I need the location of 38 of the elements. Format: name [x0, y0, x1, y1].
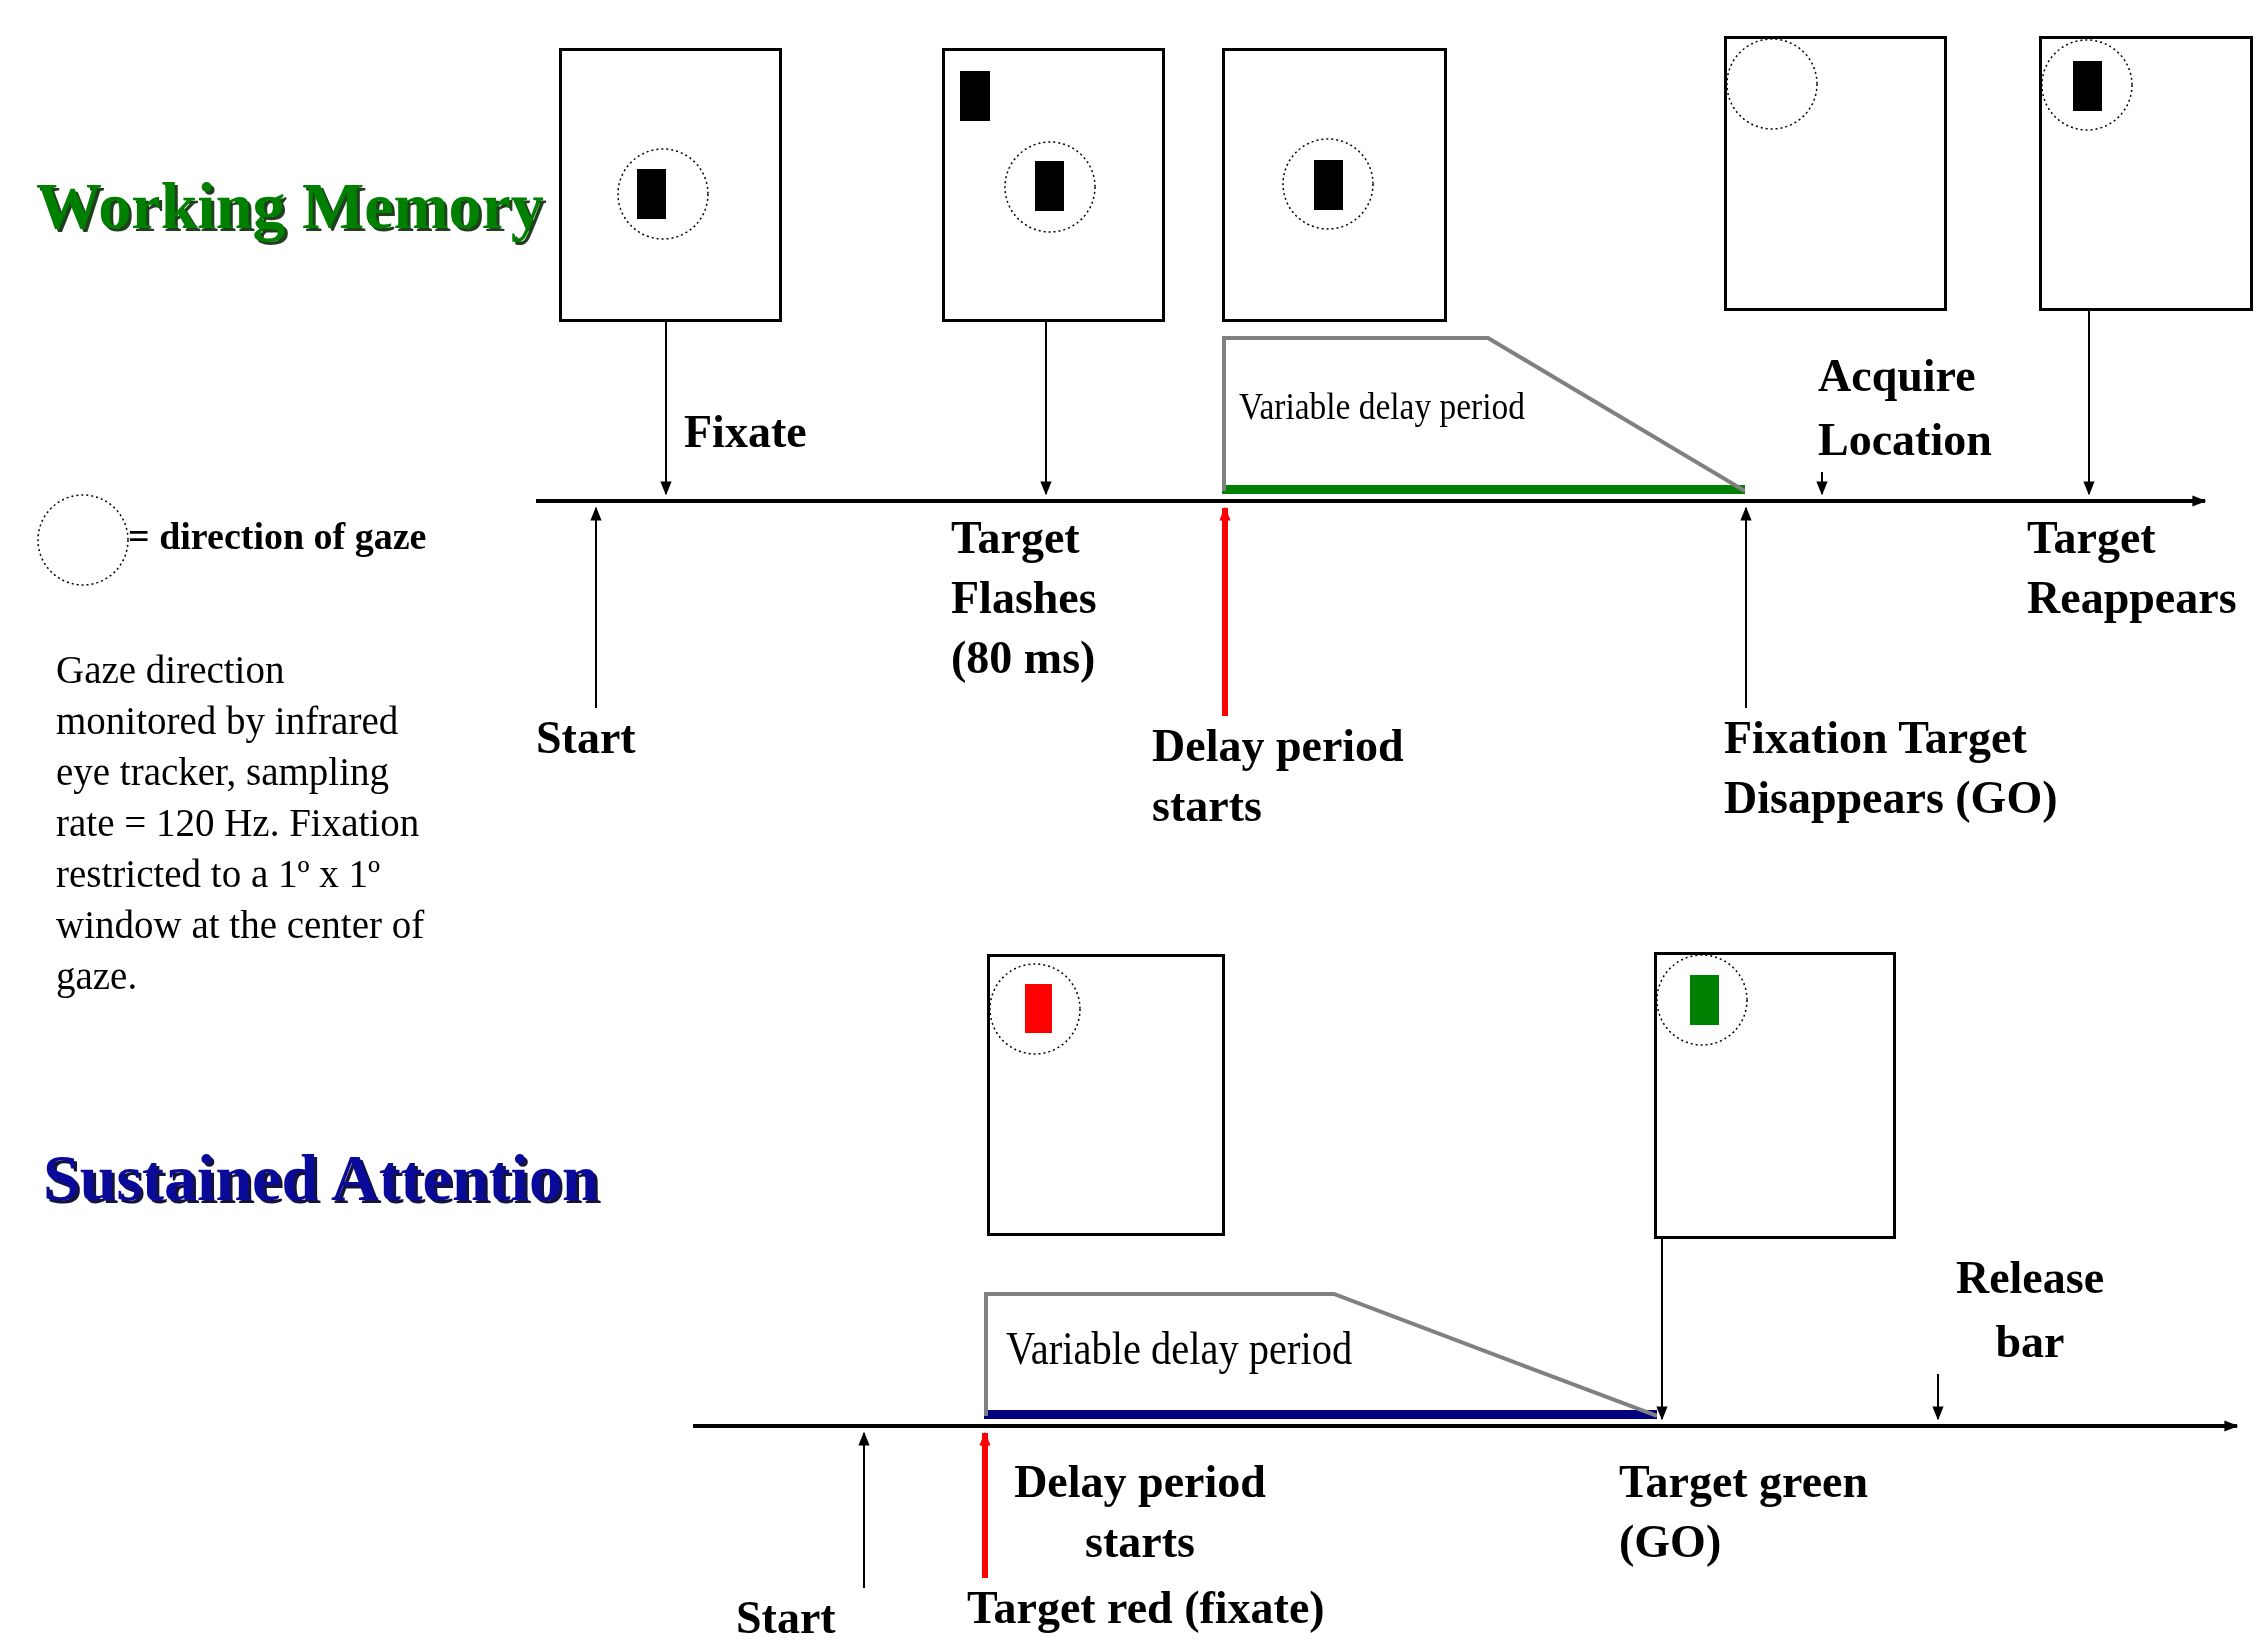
display-screen — [987, 954, 1225, 1236]
event-label: Target Reappears — [2027, 511, 2238, 625]
arrow — [1656, 1238, 1668, 1421]
event-label: Release bar — [1930, 1246, 2130, 1374]
arrow — [590, 506, 602, 709]
event-label: Delay period starts — [1152, 716, 1492, 836]
legend-text: = direction of gaze — [128, 514, 427, 558]
display-screen — [1654, 952, 1896, 1239]
timeline-axis — [693, 1419, 2238, 1433]
display-screen — [2039, 36, 2253, 311]
arrow — [2083, 310, 2095, 496]
timeline-axis — [536, 494, 2206, 508]
event-label: Target green (GO) — [1619, 1455, 1870, 1569]
arrow — [858, 1431, 870, 1589]
arrow — [1740, 506, 1752, 709]
display-screen — [559, 48, 782, 322]
arrow — [1219, 506, 1231, 716]
event-label: Target Flashes (80 ms) — [951, 511, 1098, 685]
delay-period-label: Variable delay period — [1239, 384, 1525, 428]
section-title: Working Memory — [36, 168, 545, 244]
event-label: Start — [536, 708, 686, 768]
note-text: Gaze direction monitored by infrared eye tracker, sampling rate = 120 Hz. Fixation restricted to a 1º x 1º window at the center of gaze. — [56, 647, 426, 1000]
arrow — [1816, 471, 1828, 496]
arrow — [660, 321, 672, 496]
event-label: Delay period starts — [1013, 1455, 1267, 1569]
event-label: Target red (fixate) — [967, 1578, 1407, 1638]
event-label: Start — [736, 1588, 886, 1643]
display-screen — [1222, 48, 1447, 322]
section-title: Sustained Attention — [43, 1140, 600, 1216]
delay-period-label: Variable delay period — [1006, 1322, 1353, 1375]
arrow — [1932, 1373, 1944, 1421]
event-label: Fixate — [684, 405, 808, 459]
event-label: Fixation Target Disappears (GO) — [1724, 708, 2144, 828]
arrow — [1040, 321, 1052, 496]
event-label: Acquire Location — [1818, 344, 2078, 472]
display-screen — [1724, 36, 1947, 311]
arrow — [979, 1431, 991, 1578]
display-screen — [942, 48, 1165, 322]
